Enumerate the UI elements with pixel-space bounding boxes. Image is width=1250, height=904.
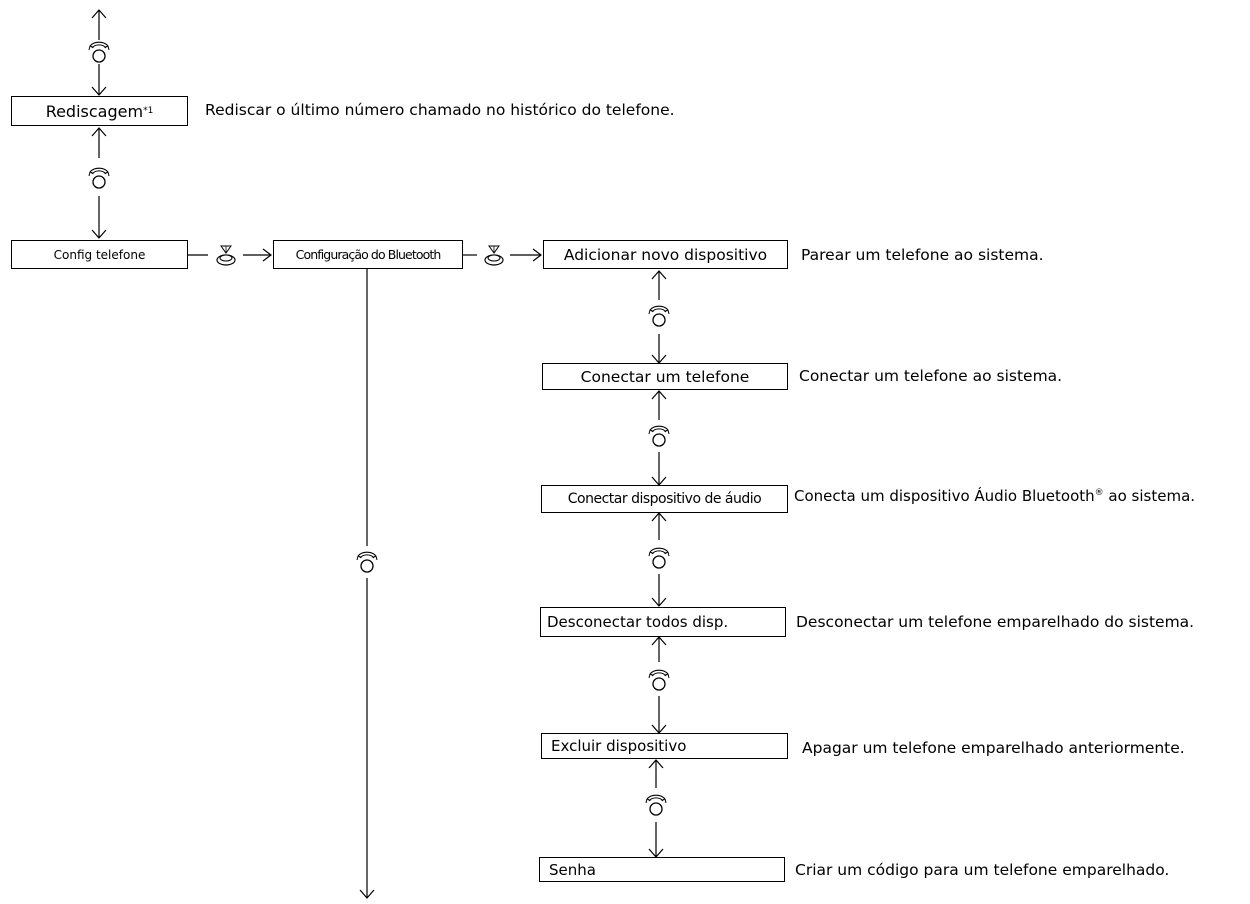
- menu-item-connect-audio[interactable]: Conectar dispositivo de áudio: [541, 485, 788, 513]
- add-device-label: Adicionar novo dispositivo: [563, 245, 768, 264]
- menu-item-passcode[interactable]: Senha: [539, 857, 785, 882]
- add-device-description: Parear um telefone ao sistema.: [801, 246, 1044, 264]
- passcode-description: Criar um código para um telefone emparel…: [795, 861, 1170, 879]
- menu-item-add-device[interactable]: Adicionar novo dispositivo: [543, 240, 788, 269]
- connect-audio-description-text: Conecta um dispositivo Áudio Bluetooth: [794, 487, 1095, 505]
- menu-item-redial[interactable]: Rediscagem*1: [11, 96, 188, 126]
- disconnect-all-label: Desconectar todos disp.: [547, 613, 729, 631]
- menu-item-delete-device[interactable]: Excluir dispositivo: [541, 733, 788, 759]
- menu-item-bluetooth-setup[interactable]: Configuração do Bluetooth: [273, 240, 463, 269]
- redial-label: Rediscagem: [45, 101, 144, 121]
- registered-mark: ®: [1094, 488, 1104, 498]
- connect-audio-description-tail: ao sistema.: [1103, 487, 1196, 505]
- menu-item-connect-phone[interactable]: Conectar um telefone: [542, 363, 788, 390]
- delete-device-description: Apagar um telefone emparelhado anteriorm…: [802, 739, 1185, 757]
- connect-phone-label: Conectar um telefone: [580, 367, 750, 386]
- menu-item-phone-setup[interactable]: Config telefone: [11, 240, 188, 269]
- delete-device-label: Excluir dispositivo: [551, 737, 687, 755]
- redial-description: Rediscar o último número chamado no hist…: [205, 101, 675, 119]
- passcode-label: Senha: [549, 860, 596, 879]
- disconnect-all-description: Desconectar um telefone emparelhado do s…: [796, 613, 1195, 631]
- bluetooth-setup-label: Configuração do Bluetooth: [295, 247, 442, 262]
- connect-audio-description: Conecta um dispositivo Áudio Bluetooth® …: [794, 486, 1195, 506]
- connect-audio-label: Conectar dispositivo de áudio: [567, 491, 762, 507]
- phone-setup-label: Config telefone: [53, 247, 146, 262]
- connect-phone-description: Conectar um telefone ao sistema.: [799, 367, 1063, 385]
- menu-item-disconnect-all[interactable]: Desconectar todos disp.: [540, 607, 786, 637]
